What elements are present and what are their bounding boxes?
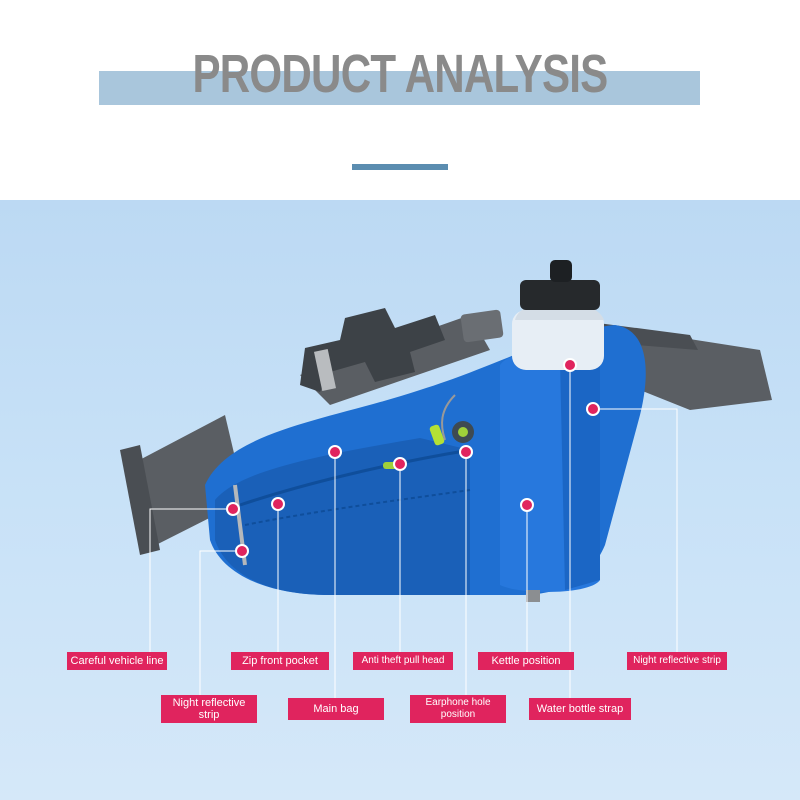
waist-bag-illustration: [120, 260, 772, 602]
zip-seam: [239, 448, 471, 507]
callout-label: Kettle position: [491, 655, 561, 667]
callout-careful-vehicle-line: Careful vehicle line: [67, 652, 167, 670]
main-bag-shade: [215, 438, 470, 595]
callout-label-line1: Earphone hole: [425, 697, 491, 708]
bottle-holder-shade: [560, 360, 600, 590]
callout-label: Main bag: [313, 703, 359, 715]
callout-night-reflective-strip-right: Night reflective strip: [627, 652, 727, 670]
cord: [441, 394, 456, 441]
callout-zip-front-pocket: Zip front pocket: [231, 652, 329, 670]
water-bottle: [512, 310, 604, 370]
callout-label: Zip front pocket: [242, 655, 318, 667]
buckle: [300, 308, 445, 392]
zip-pull-green-2: [383, 462, 401, 469]
title-underline: [352, 164, 448, 170]
callout-label-line2: strip: [198, 709, 220, 721]
reflective-tab-bottom: [526, 590, 540, 602]
zip-pull-green: [429, 424, 445, 446]
callout-earphone-hole-position: Earphone hole position: [410, 695, 506, 723]
callout-anti-theft-pull-head: Anti theft pull head: [353, 652, 453, 670]
callout-label-line1: Night reflective: [172, 697, 246, 709]
title-band: [99, 71, 700, 105]
page-title: PRODUCT ANALYSIS: [192, 44, 608, 104]
callout-label-line2: position: [440, 709, 476, 720]
bottle-cap: [520, 280, 600, 310]
callout-water-bottle-strap: Water bottle strap: [529, 698, 631, 720]
callout-label: Careful vehicle line: [70, 655, 164, 667]
zip-seam-2: [244, 489, 471, 526]
callout-label: Water bottle strap: [536, 703, 624, 715]
callout-kettle-position: Kettle position: [478, 652, 574, 670]
callout-main-bag: Main bag: [288, 698, 384, 720]
callout-night-reflective-strip-left: Night reflective strip: [161, 695, 257, 723]
callout-label: Anti theft pull head: [361, 655, 445, 666]
callout-label: Night reflective strip: [633, 655, 721, 666]
strap-loop-top: [460, 309, 504, 343]
bottle-nozzle: [550, 260, 572, 282]
reflective-patch-top: [313, 348, 337, 392]
